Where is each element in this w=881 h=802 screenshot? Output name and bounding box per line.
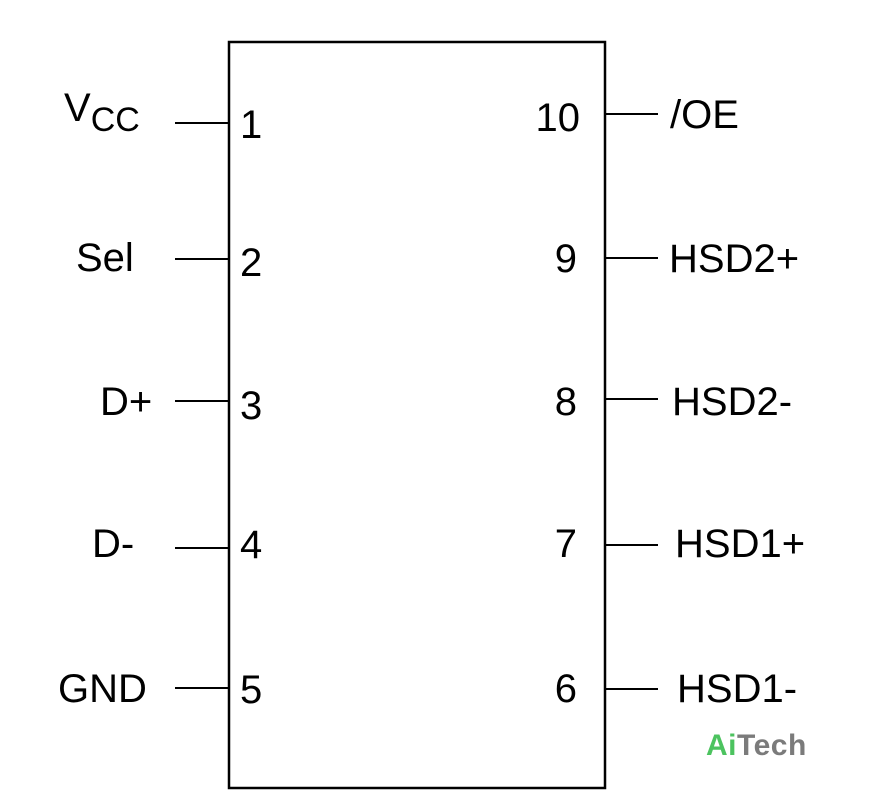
left-pin-2: 2 Sel <box>76 236 262 285</box>
signal-main: V <box>64 86 91 130</box>
signal-label: HSD1- <box>677 667 797 711</box>
right-pin-10: 10 /OE <box>536 93 739 140</box>
left-pin-1: 1 VCC <box>64 86 262 147</box>
pin-number: 8 <box>555 380 577 424</box>
signal-label: Sel <box>76 236 134 280</box>
signal-label: HSD2- <box>672 380 792 424</box>
signal-label: HSD2+ <box>669 237 799 281</box>
signal-label: D- <box>92 522 134 566</box>
signal-label: D+ <box>100 380 152 424</box>
right-pin-7: 7 HSD1+ <box>555 522 805 566</box>
chip-body <box>227 40 607 790</box>
logo-part-tech: Tech <box>737 729 807 762</box>
signal-label: VCC <box>64 86 140 139</box>
pin-number: 1 <box>240 103 262 147</box>
signal-label: HSD1+ <box>675 522 805 566</box>
signal-label: /OE <box>670 93 739 137</box>
pin-number: 9 <box>555 237 577 281</box>
aitech-watermark-logo: AiTech <box>706 729 807 763</box>
pin-number: 5 <box>240 668 262 712</box>
pin-number: 4 <box>240 523 262 567</box>
pin-number: 10 <box>536 96 581 140</box>
pin-number: 7 <box>555 522 577 566</box>
left-pin-4: 4 D- <box>92 522 262 567</box>
left-pin-3: 3 D+ <box>100 380 262 428</box>
signal-subscript: CC <box>91 101 140 139</box>
pin-number: 3 <box>240 384 262 428</box>
left-pin-5: 5 GND <box>58 667 262 712</box>
signal-label: GND <box>58 667 147 711</box>
right-pin-9: 9 HSD2+ <box>555 237 799 281</box>
right-pin-6: 6 HSD1- <box>555 667 797 711</box>
pin-number: 2 <box>240 241 262 285</box>
pin-number: 6 <box>555 667 577 711</box>
right-pin-8: 8 HSD2- <box>555 380 792 424</box>
logo-part-ai: Ai <box>706 729 737 762</box>
